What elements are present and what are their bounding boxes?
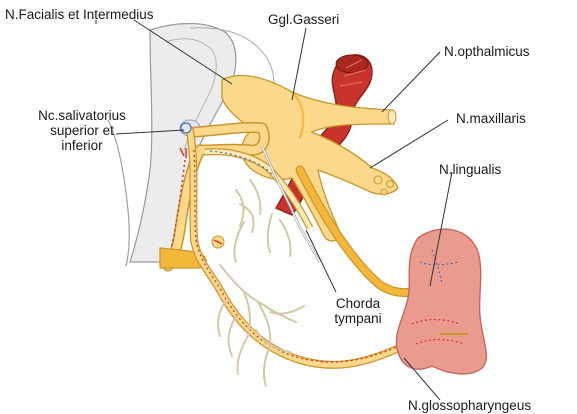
label-salivatorius-line2: superior et [22,123,142,138]
label-lingualis: N.lingualis [439,162,501,177]
label-chorda-tympani: Chorda tympani [318,296,398,326]
label-chorda-line1: Chorda [318,296,398,311]
label-gasseri: Ggl.Gasseri [268,12,339,27]
tongue [396,229,486,374]
label-facialis: N.Facialis et Intermedius [5,7,154,22]
label-salivatorius-line3: inferior [22,138,142,153]
label-salivatorius: Nc.salivatorius superior et inferior [22,108,142,153]
label-opthalmicus: N.opthalmicus [444,44,530,59]
label-glossopharyngeus: N.glossopharyngeus [408,398,531,413]
label-chorda-line2: tympani [318,311,398,326]
label-salivatorius-line1: Nc.salivatorius [22,108,142,123]
label-maxillaris: N.maxillaris [456,111,526,126]
